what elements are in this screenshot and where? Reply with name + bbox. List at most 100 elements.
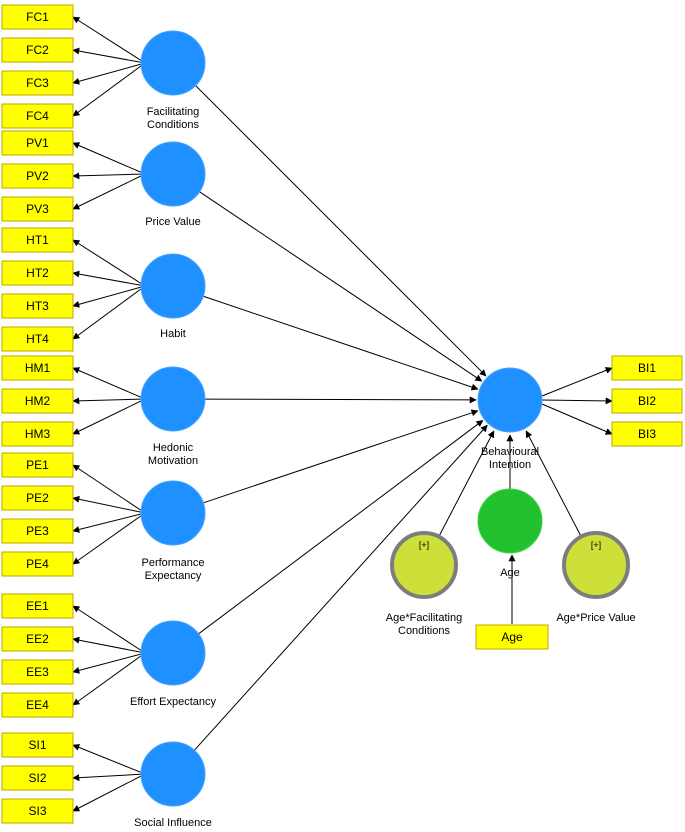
loading-arrow [72,172,146,180]
path-arrow [194,424,488,751]
indicator-ee2[interactable]: EE2 [1,626,74,652]
loading-arrow [72,285,146,308]
loading-arrow [72,744,146,775]
loading-arrow [72,605,146,654]
indicator-fc4[interactable]: FC4 [1,103,74,129]
indicator-label: SI2 [28,771,46,785]
indicator-label: PE4 [26,557,49,571]
indicator-box [1,163,74,189]
indicator-label: PV2 [26,169,49,183]
indicator-label: HM1 [25,361,51,375]
indicator-label: FC2 [26,43,49,57]
loading-arrow [72,173,146,210]
indicator-si1[interactable]: SI1 [1,732,74,758]
construct-pv[interactable] [140,141,206,207]
construct-label-pe: Performance [142,557,205,569]
construct-label-ht: Habit [160,328,186,340]
indicator-box [1,4,74,30]
indicator-box [1,355,74,381]
loading-arrow [72,239,146,287]
indicator-label: HT4 [26,332,49,346]
indicator-box [1,37,74,63]
construct-pe[interactable] [140,480,206,546]
construct-label-ee: Effort Expectancy [130,696,217,708]
indicator-pe4[interactable]: PE4 [1,551,74,577]
loading-arrow [72,464,146,514]
indicator-box [1,551,74,577]
indicator-box [1,659,74,685]
indicator-box [1,260,74,286]
moderator-badge: [+] [591,540,601,550]
indicator-bi3[interactable]: BI3 [611,421,683,447]
indicator-ee1[interactable]: EE1 [1,593,74,619]
construct-bi[interactable] [477,367,543,433]
indicator-ee4[interactable]: EE4 [1,692,74,718]
indicator-ht4[interactable]: HT4 [1,326,74,352]
construct-ee[interactable] [140,620,206,686]
indicator-box [1,388,74,414]
indicator-box [1,692,74,718]
loading-arrow [72,652,146,706]
construct-ht[interactable] [140,253,206,319]
construct-label-pe: Expectancy [145,570,202,582]
indicator-age[interactable]: Age [475,624,549,650]
indicator-label: EE4 [26,698,49,712]
construct-label-fc: Conditions [147,119,199,131]
indicator-box [611,355,683,381]
construct-label-pv: Price Value [145,216,200,228]
loading-arrow [72,47,146,64]
indicator-bi2[interactable]: BI2 [611,388,683,414]
indicator-fc2[interactable]: FC2 [1,37,74,63]
construct-hm[interactable] [140,366,206,432]
indicator-hm3[interactable]: HM3 [1,421,74,447]
moderator-age-fc[interactable]: [+] [390,531,458,599]
indicator-label: BI3 [638,427,656,441]
indicator-label: BI2 [638,394,656,408]
indicator-hm2[interactable]: HM2 [1,388,74,414]
construct-age[interactable] [477,488,543,554]
indicator-label: PV3 [26,202,49,216]
indicator-label: EE3 [26,665,49,679]
indicator-pe1[interactable]: PE1 [1,452,74,478]
indicator-pv3[interactable]: PV3 [1,196,74,222]
indicator-box [1,227,74,253]
indicator-box [611,388,683,414]
path-arrow-moderator [525,430,581,536]
indicator-ee3[interactable]: EE3 [1,659,74,685]
moderator-age-pv[interactable]: [+] [562,531,630,599]
loading-arrow [72,398,146,435]
indicator-box [1,452,74,478]
indicator-pv2[interactable]: PV2 [1,163,74,189]
indicator-box [1,732,74,758]
indicator-fc1[interactable]: FC1 [1,4,74,30]
moderator-badge: [+] [419,540,429,550]
loading-arrow [72,495,146,514]
indicator-pv1[interactable]: PV1 [1,130,74,156]
indicator-hm1[interactable]: HM1 [1,355,74,381]
indicator-box [1,518,74,544]
indicator-label: PE3 [26,524,49,538]
loading-arrow [72,512,146,533]
indicator-ht3[interactable]: HT3 [1,293,74,319]
indicator-label: HT2 [26,266,49,280]
indicator-box [1,626,74,652]
indicator-label: FC4 [26,109,49,123]
indicator-pe2[interactable]: PE2 [1,485,74,511]
indicator-bi1[interactable]: BI1 [611,355,683,381]
indicator-si3[interactable]: SI3 [1,798,74,824]
indicator-fc3[interactable]: FC3 [1,70,74,96]
indicator-ht2[interactable]: HT2 [1,260,74,286]
moderator-label-age-pv: Age*Price Value [556,612,635,624]
indicator-ht1[interactable]: HT1 [1,227,74,253]
loading-arrow [72,512,146,565]
construct-label-si: Social Influence [134,817,212,829]
construct-si[interactable] [140,741,206,807]
indicator-label: FC1 [26,10,49,24]
indicator-si2[interactable]: SI2 [1,765,74,791]
loading-arrow [541,367,613,397]
construct-fc[interactable] [140,30,206,96]
indicator-label: BI1 [638,361,656,375]
indicator-pe3[interactable]: PE3 [1,518,74,544]
loading-arrow [72,62,146,85]
